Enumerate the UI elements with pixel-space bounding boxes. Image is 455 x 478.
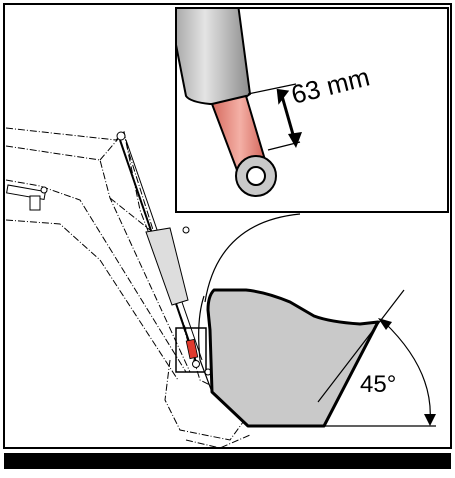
dim-line-top bbox=[247, 83, 297, 95]
leader-arc bbox=[204, 213, 301, 303]
cylinder-barrel bbox=[177, 9, 252, 106]
dim-arrow-down-icon bbox=[288, 132, 302, 148]
pivot-highlight-box bbox=[175, 327, 207, 373]
dim-arrow-up-icon bbox=[276, 88, 290, 105]
angle-arrow-top bbox=[378, 318, 392, 330]
small-piston-rod bbox=[185, 338, 212, 376]
lift-cylinder bbox=[116, 131, 203, 363]
angle-label: 45° bbox=[360, 371, 396, 398]
loader-arm bbox=[5, 127, 251, 449]
rod-eye-inner bbox=[246, 166, 266, 186]
dim-arrow-shaft bbox=[280, 95, 296, 139]
hydraulic-hoses bbox=[6, 184, 48, 211]
bucket bbox=[198, 288, 380, 428]
angle-indicator bbox=[250, 289, 436, 427]
angle-arrow-bottom bbox=[424, 414, 436, 426]
inset-panel: 63 mm bbox=[175, 7, 449, 213]
bottom-bar bbox=[4, 453, 451, 469]
